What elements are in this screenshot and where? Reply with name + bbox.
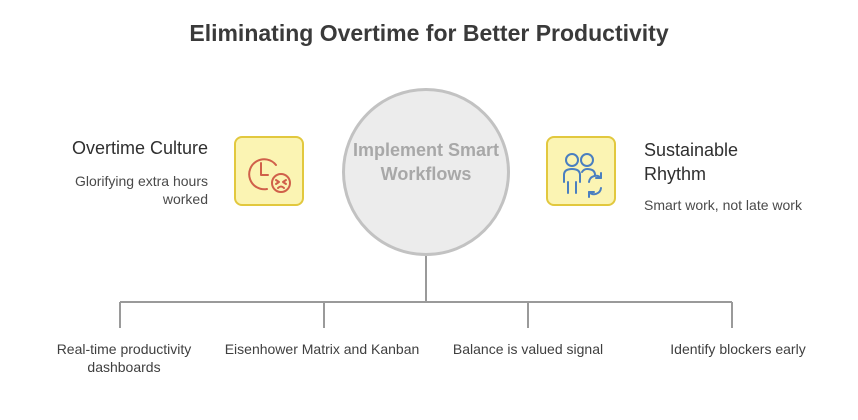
right-heading: Sustainable Rhythm bbox=[644, 140, 739, 184]
left-icon-box bbox=[234, 136, 304, 206]
center-circle: Implement Smart Workflows bbox=[342, 88, 510, 256]
right-description: Smart work, not late work bbox=[644, 197, 802, 213]
left-heading: Overtime Culture bbox=[71, 138, 208, 158]
branch-label-3: Balance is valued signal bbox=[452, 341, 604, 357]
people-refresh-icon bbox=[563, 153, 602, 198]
diagram-title: Eliminating Overtime for Better Producti… bbox=[189, 20, 669, 46]
left-description: Glorifying extra hours worked bbox=[74, 173, 208, 207]
center-label: Implement Smart Workflows bbox=[352, 140, 500, 184]
right-icon-box bbox=[546, 136, 616, 206]
branch-label-2: Eisenhower Matrix and Kanban bbox=[224, 341, 420, 357]
branch-label-4: Identify blockers early bbox=[670, 341, 806, 357]
clock-tired-face-icon bbox=[248, 158, 291, 193]
branch-label-1: Real-time productivity dashboards bbox=[56, 341, 192, 375]
